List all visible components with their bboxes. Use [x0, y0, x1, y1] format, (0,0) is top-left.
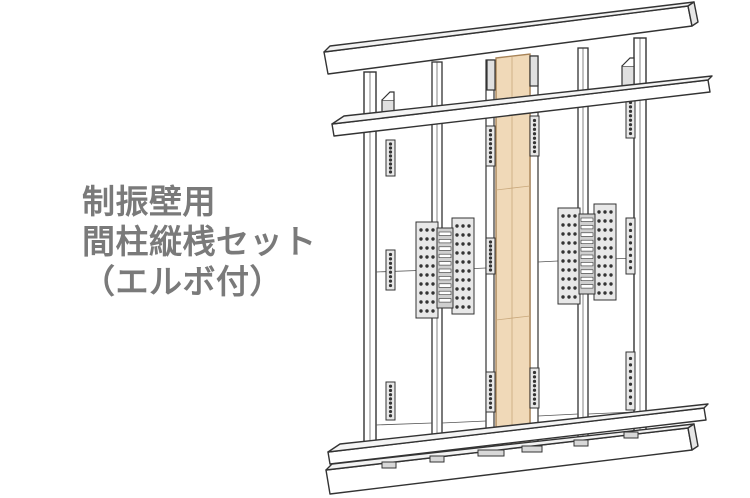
perforated-bracket-4 [485, 237, 496, 275]
perforated-bracket-1 [385, 249, 396, 291]
center-wood-post [495, 53, 531, 457]
elbow-center-icon [486, 55, 539, 91]
perforated-bracket-5 [485, 371, 496, 413]
perforated-bracket-8 [625, 97, 636, 139]
bottom-beam [325, 423, 699, 495]
caption-line-3: （エルボ付） [82, 262, 283, 301]
caption-line-2: 間柱縦桟セット [82, 222, 317, 261]
small-bracket-group [385, 97, 636, 421]
perforated-bracket-7 [529, 367, 540, 409]
product-caption: 制振壁用 間柱縦桟セット （エルボ付） [82, 182, 352, 302]
upper-plate-bar [331, 75, 713, 137]
perforated-bracket-6 [529, 115, 540, 157]
damper-plate-right [557, 203, 617, 305]
damper-plate-left [415, 217, 475, 319]
lower-plate-bar [327, 403, 709, 465]
perforated-bracket-9 [625, 217, 636, 275]
caption-line-1: 制振壁用 [82, 182, 216, 221]
top-beam [323, 1, 699, 75]
perforated-bracket-0 [385, 139, 396, 177]
perforated-bracket-3 [485, 125, 496, 167]
perforated-bracket-10 [625, 351, 636, 411]
perforated-bracket-2 [385, 381, 396, 421]
bottom-shoes [381, 431, 639, 469]
